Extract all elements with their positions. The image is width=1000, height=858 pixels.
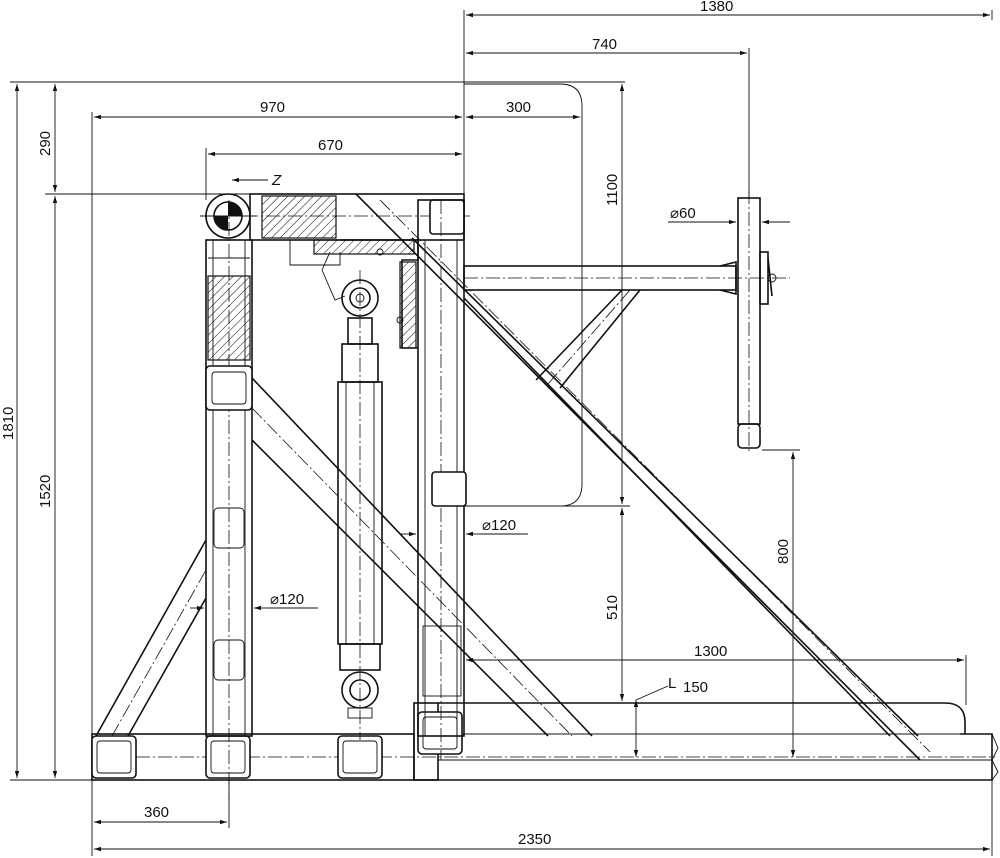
dim-510: 510: [604, 595, 621, 620]
dim-800: 800: [775, 539, 792, 564]
dim-2350: 2350: [518, 831, 551, 848]
dim-1300: 1300: [694, 643, 727, 660]
base-beam: [91, 702, 999, 781]
dim-diameter-60: ⌀60: [670, 205, 696, 222]
dim-diameter-120-right: ⌀120: [482, 517, 516, 534]
dim-290: 290: [37, 131, 54, 156]
dimension-lines: [10, 10, 993, 856]
left-brace: [95, 539, 207, 737]
spindle: [737, 190, 777, 452]
dim-150: 150: [683, 679, 708, 696]
top-bracket: [289, 239, 419, 349]
clearance-outline: [464, 83, 583, 507]
arm-strut: [535, 289, 641, 389]
dim-1100: 1100: [604, 174, 621, 206]
dim-360: 360: [144, 804, 169, 821]
right-post: [417, 199, 467, 760]
section-label-l: L: [668, 675, 676, 692]
view-label-z: Z: [271, 172, 282, 189]
horizontal-arm: [463, 260, 790, 296]
main-diagonal-left: [251, 377, 593, 737]
base-tube-sections: [91, 711, 463, 779]
dim-1380: 1380: [700, 0, 733, 15]
left-post: [205, 200, 253, 800]
dim-740: 740: [592, 36, 617, 53]
dim-970: 970: [260, 99, 285, 116]
dim-300: 300: [506, 99, 531, 116]
hydraulic-cylinder: [321, 251, 383, 740]
dim-670: 670: [318, 137, 343, 154]
dim-diameter-120-left: ⌀120: [270, 591, 304, 608]
top-beam: [200, 193, 470, 255]
dim-1810: 1810: [0, 407, 17, 440]
dim-1520: 1520: [37, 475, 54, 508]
